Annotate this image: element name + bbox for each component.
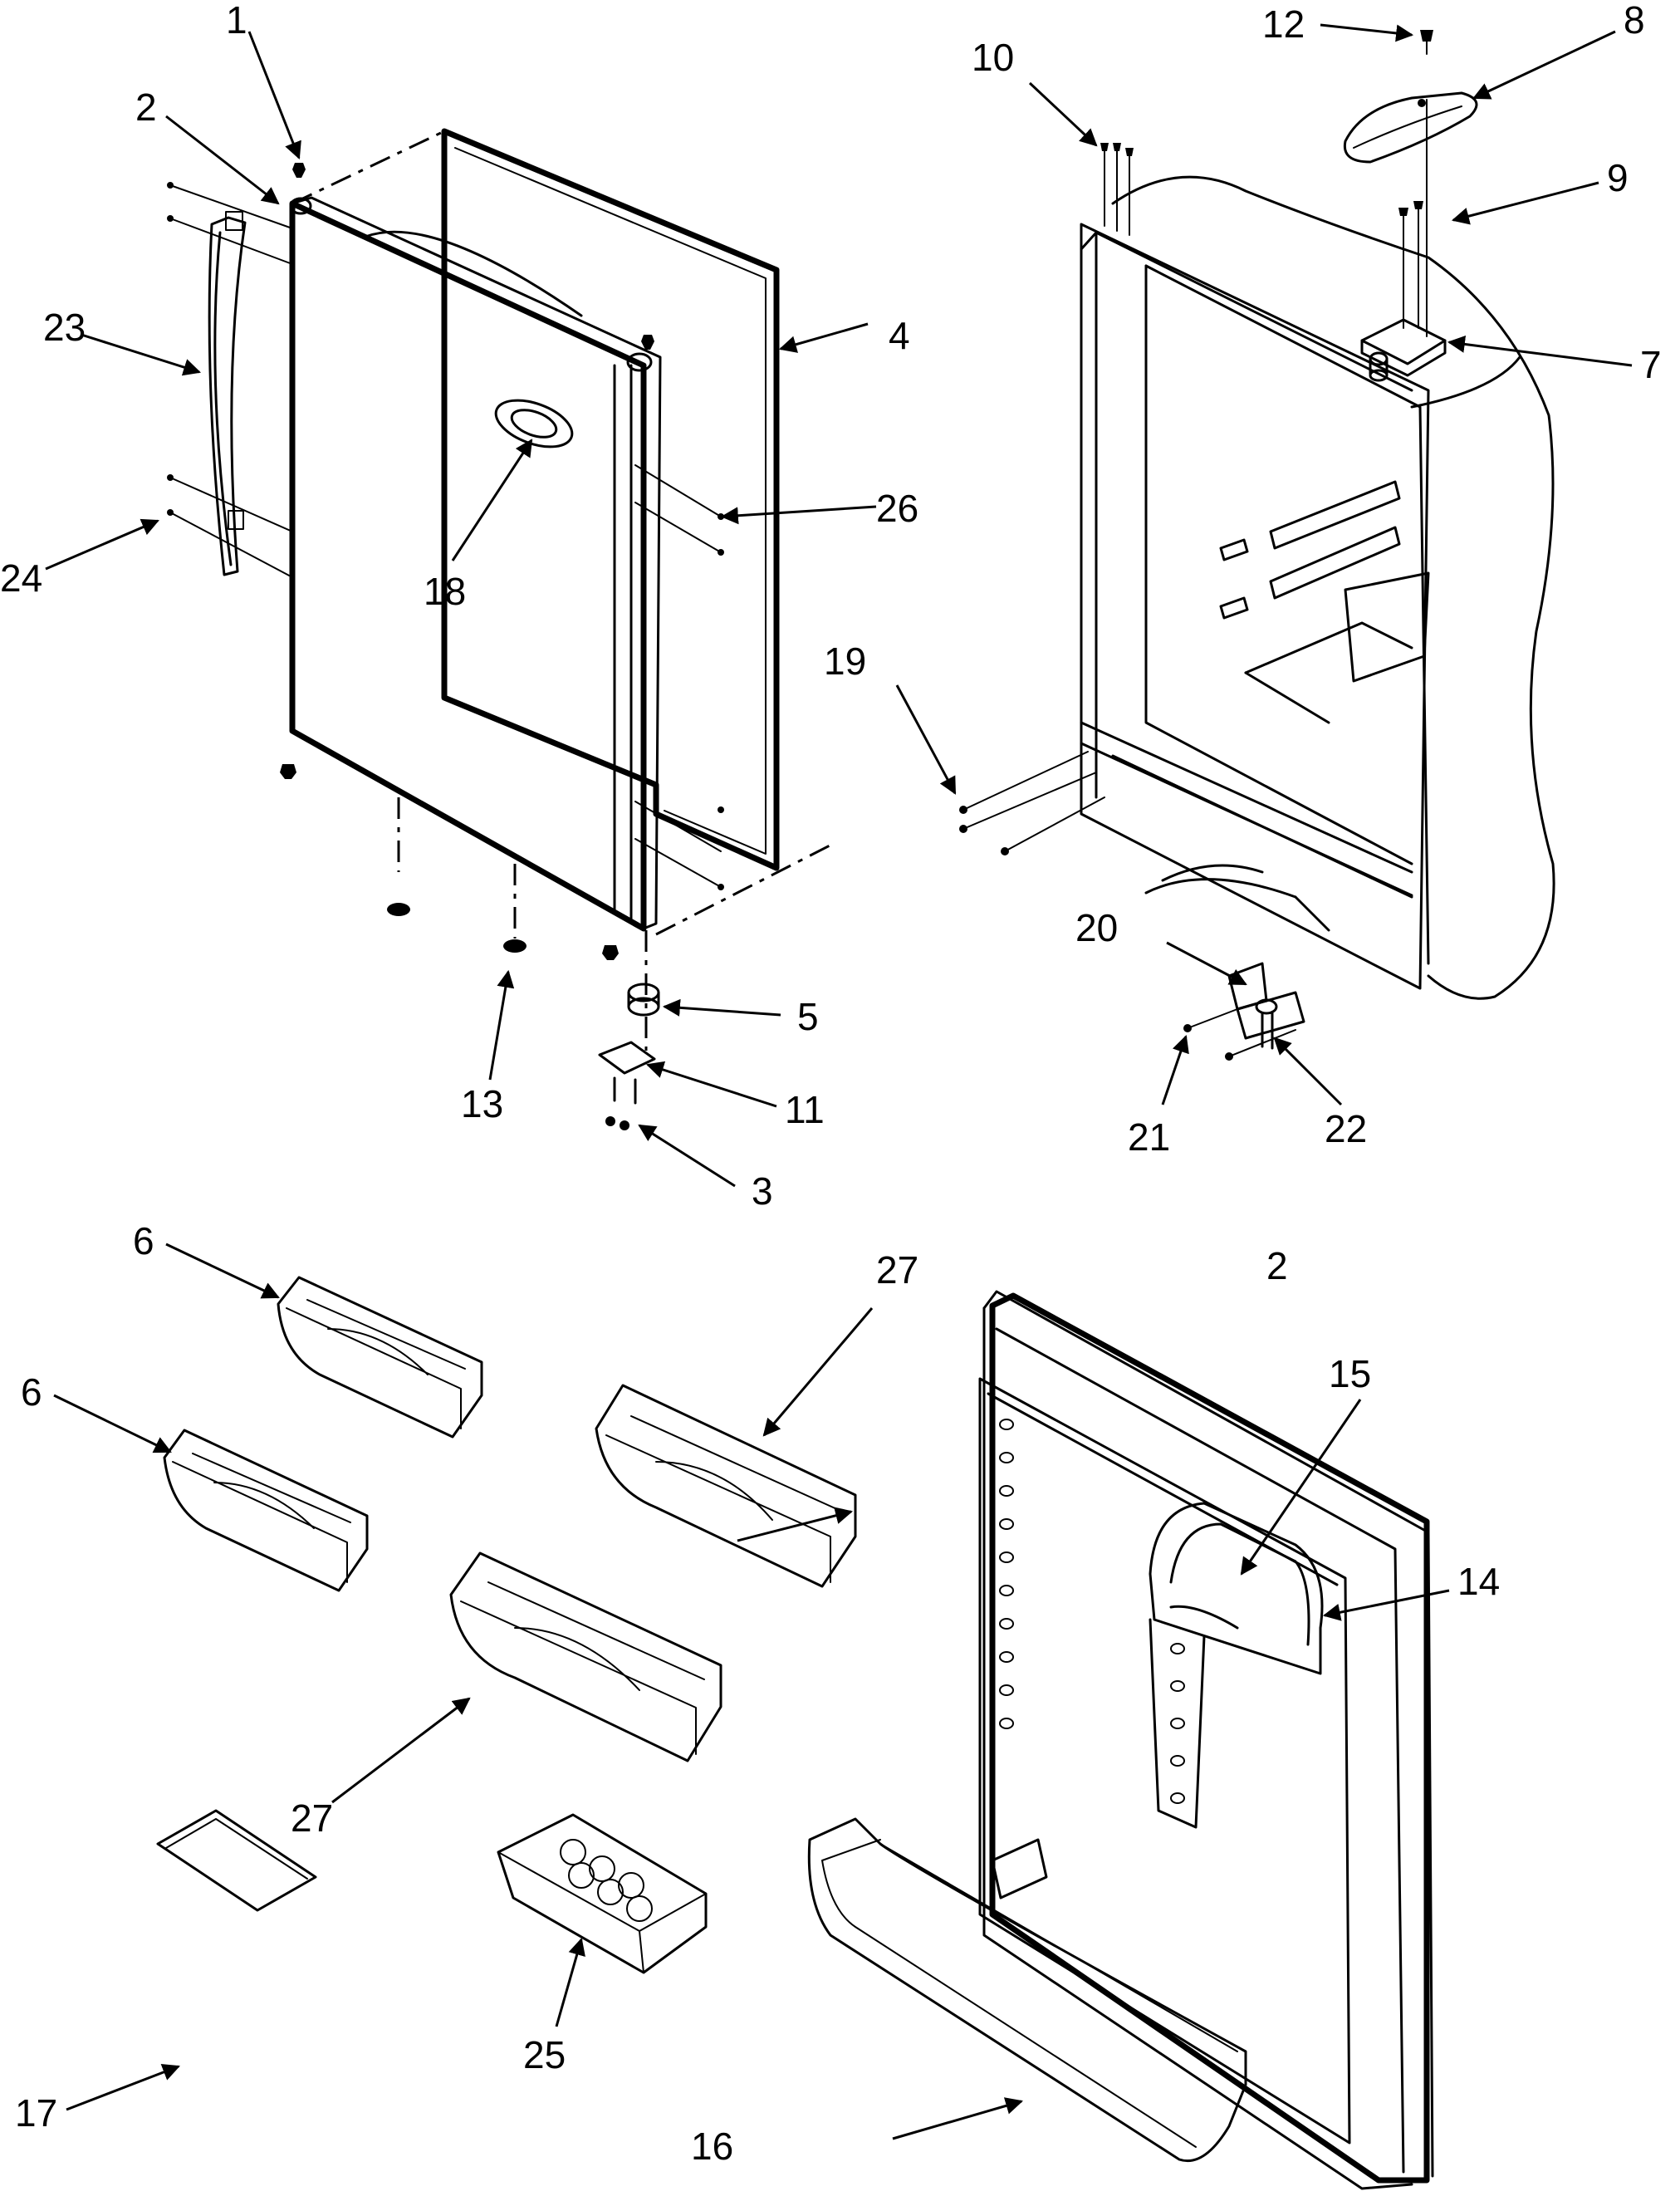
callout-11: 11 [785, 1088, 825, 1131]
callout-27-upper: 27 [876, 1248, 918, 1292]
door-bin-6-upper [277, 1276, 483, 1439]
egg-tray [497, 1813, 708, 1974]
callout-8: 8 [1624, 0, 1645, 42]
callout-18: 18 [424, 570, 466, 613]
callout-20: 20 [1075, 906, 1118, 949]
alignment-line-top [291, 130, 445, 205]
door-bin-27-upper [595, 1384, 857, 1588]
callout-2-freezer-door: 2 [135, 86, 157, 129]
callout-14: 14 [1457, 1560, 1500, 1603]
callout-6-lower: 6 [21, 1370, 42, 1414]
callout-26: 26 [876, 487, 918, 530]
door-shelf-supports [999, 1419, 1014, 1729]
door-gasket [441, 128, 780, 871]
callout-22: 22 [1325, 1107, 1367, 1150]
handle-screws [167, 182, 293, 578]
fresh-food-door-inner [978, 1290, 1434, 2190]
callout-labels: 1 2 2 3 4 5 6 6 7 8 9 10 11 12 13 14 15 … [0, 0, 1662, 2168]
callout-17: 17 [15, 2091, 57, 2135]
door-shelf-bar [807, 1817, 1247, 2163]
door-plugs [280, 163, 654, 960]
callout-21: 21 [1128, 1115, 1170, 1159]
door-screws [634, 464, 724, 890]
callout-9: 9 [1607, 156, 1629, 199]
freezer-door-panel [289, 196, 662, 932]
callout-leaders [45, 23, 1633, 2140]
callout-7: 7 [1640, 343, 1662, 386]
alignment-line-right [655, 841, 835, 936]
callout-24: 24 [0, 556, 42, 600]
freezer-door-assembly [167, 128, 835, 1130]
callout-23: 23 [43, 306, 86, 349]
callout-25: 25 [523, 2033, 566, 2076]
callout-5: 5 [797, 995, 819, 1038]
callout-12: 12 [1262, 2, 1305, 46]
door-bin-27-lower [449, 1551, 722, 1762]
callout-10: 10 [972, 36, 1014, 79]
callout-2-fresh-food-door: 2 [1266, 1244, 1288, 1287]
callout-13: 13 [461, 1082, 503, 1125]
butter-dish [156, 1809, 317, 1912]
door-handle [208, 211, 247, 576]
door-emblem [494, 399, 574, 449]
door-bin-6-lower [163, 1429, 369, 1592]
callout-15: 15 [1329, 1352, 1371, 1395]
callout-6-upper: 6 [133, 1219, 154, 1262]
lower-hinge [598, 983, 660, 1130]
callout-16: 16 [691, 2125, 733, 2168]
callout-4: 4 [889, 314, 910, 357]
callout-19: 19 [824, 640, 866, 683]
callout-1: 1 [226, 0, 247, 42]
callout-3: 3 [752, 1169, 773, 1213]
cabinet-assembly [959, 30, 1555, 1061]
callout-27-lower: 27 [291, 1797, 333, 1840]
